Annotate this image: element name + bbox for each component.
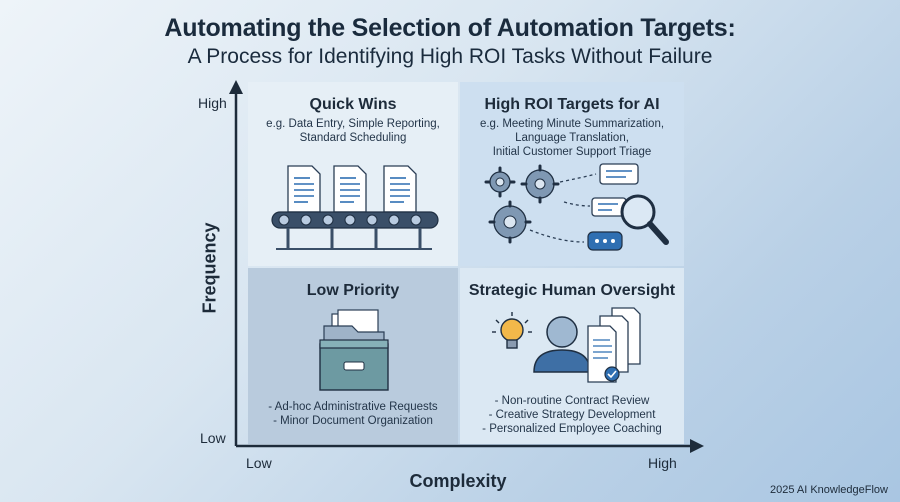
list-item: - Ad-hoc Administrative Requests <box>268 401 438 413</box>
desc-line: e.g. Data Entry, Simple Reporting, <box>266 118 440 130</box>
page-subtitle: A Process for Identifying High ROI Tasks… <box>187 45 713 68</box>
list-item: - Personalized Employee Coaching <box>482 423 662 435</box>
quadrant-title: Quick Wins <box>309 96 397 113</box>
conveyor-belt-documents-icon <box>271 165 439 250</box>
quadrant-high-roi: High ROI Targets for AI e.g. Meeting Min… <box>460 82 684 266</box>
quadrant-desc: e.g. Data Entry, Simple Reporting, Stand… <box>248 117 458 145</box>
desc-line: e.g. Meeting Minute Summarization, <box>479 118 665 130</box>
list-item: - Creative Strategy Development <box>488 409 656 421</box>
x-axis-high-label: High <box>648 455 677 471</box>
file-box-icon <box>319 309 389 391</box>
title-block: Automating the Selection of Automation T… <box>0 14 900 69</box>
quadrant-list: - Non-routine Contract Review - Creative… <box>460 394 684 436</box>
footer-credit: 2025 AI KnowledgeFlow <box>769 484 888 496</box>
x-axis-low-label: Low <box>246 455 272 471</box>
y-axis-arrow-icon <box>229 80 243 94</box>
quadrant-quick-wins: Quick Wins e.g. Data Entry, Simple Repor… <box>248 82 458 266</box>
y-axis-low-label: Low <box>200 430 226 446</box>
quadrant-title: Strategic Human Oversight <box>468 282 676 299</box>
person-lightbulb-documents-icon <box>492 307 641 383</box>
quadrant-title: Low Priority <box>306 282 400 299</box>
y-axis-title: Frequency <box>199 222 220 314</box>
quadrant-list: - Ad-hoc Administrative Requests - Minor… <box>248 400 458 428</box>
x-axis-arrow-icon <box>690 439 704 453</box>
gears-magnifier-chat-icon <box>484 163 669 251</box>
desc-line: Language Translation, <box>515 132 629 144</box>
page-title: Automating the Selection of Automation T… <box>164 14 736 42</box>
quadrant-title: High ROI Targets for AI <box>484 96 660 113</box>
desc-line: Initial Customer Support Triage <box>492 146 652 158</box>
list-item: - Minor Document Organization <box>273 415 433 427</box>
quadrant-low-priority: Low Priority - Ad-hoc Administrative Req… <box>248 268 458 444</box>
list-item: - Non-routine Contract Review <box>494 395 650 407</box>
quadrant-desc: e.g. Meeting Minute Summarization, Langu… <box>460 117 684 159</box>
desc-line: Standard Scheduling <box>299 132 407 144</box>
y-axis-high-label: High <box>198 95 227 111</box>
quadrant-strategic-oversight: Strategic Human Oversight - Non-routine … <box>460 268 684 444</box>
x-axis-title: Complexity <box>409 471 507 491</box>
